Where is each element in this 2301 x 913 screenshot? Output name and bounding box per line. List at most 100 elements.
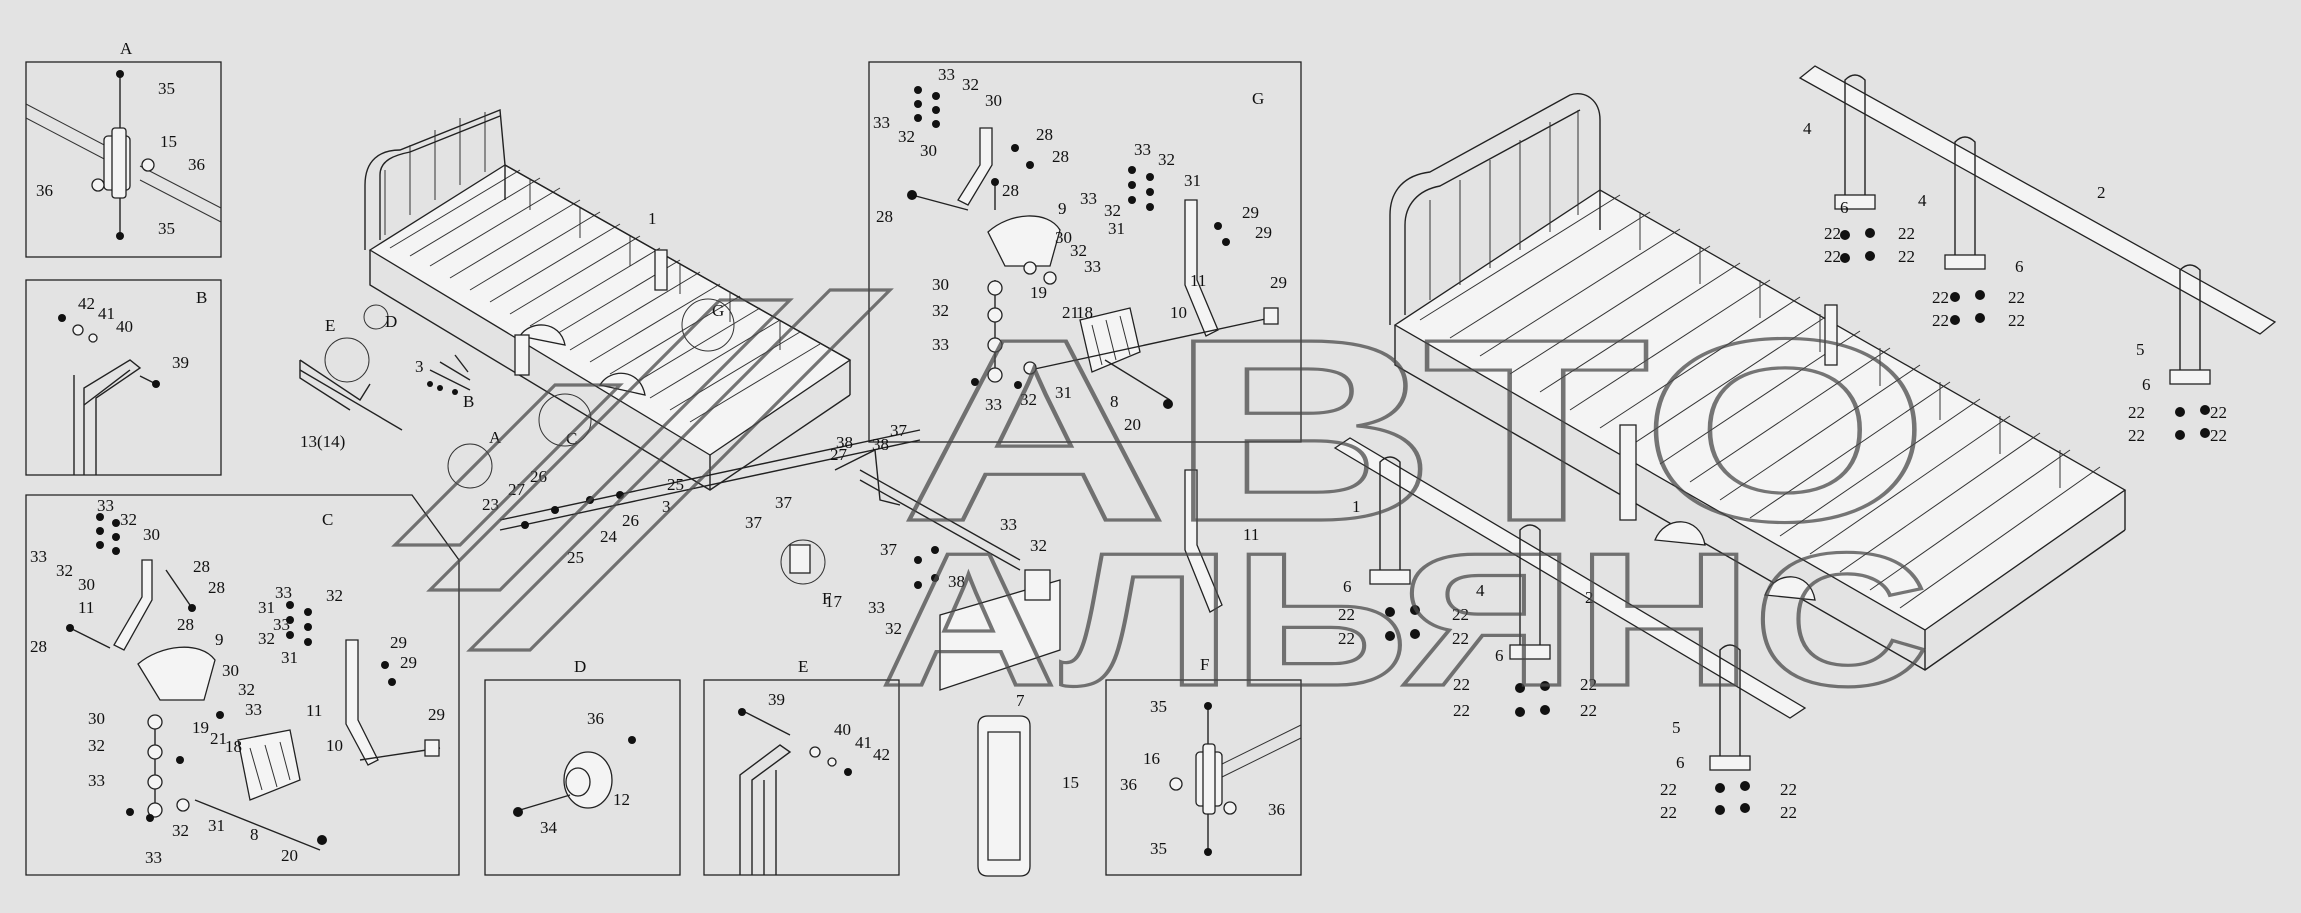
callout-boxC-9: 28 <box>30 637 47 656</box>
callout-main_right-22: 22 <box>1452 605 1469 624</box>
watermark: АВТО АЛЬЯНС <box>391 284 1932 728</box>
callout-main_right-26: 2 <box>1585 588 1594 607</box>
callout-boxG-5: 30 <box>920 141 937 160</box>
callout-boxG-14: 33 <box>1134 140 1151 159</box>
callout-main_right-32: 5 <box>1672 718 1681 737</box>
callout-boxC-15: 33 <box>273 615 290 634</box>
callout-main_right-13: 5 <box>2136 340 2145 359</box>
box-d-drawing <box>513 736 636 817</box>
callout-main_right-37: 22 <box>1780 803 1797 822</box>
callout-boxC-25: 33 <box>245 700 262 719</box>
callout-boxC-16: 32 <box>258 629 275 648</box>
callout-boxC-14: 31 <box>258 598 275 617</box>
callout-main_left-21: 37 <box>745 513 763 532</box>
callout-boxG-9: 28 <box>876 207 893 226</box>
callout-main_left-14: 26 <box>622 511 639 530</box>
callout-boxA-0: 35 <box>158 79 175 98</box>
callout-boxE-3: 42 <box>873 745 890 764</box>
callout-main_right-17: 22 <box>2128 426 2145 445</box>
detail-box-b-frame <box>25 279 222 476</box>
callout-main_right-24: 22 <box>1452 629 1469 648</box>
callout-main_left-27: 32 <box>1030 536 1047 555</box>
callout-boxG-27: 18 <box>1076 303 1093 322</box>
callout-main_left-28: 33 <box>868 598 885 617</box>
callout-boxG-22: 30 <box>1055 228 1072 247</box>
callout-boxB-1: 41 <box>98 304 115 323</box>
callout-boxG-33: 31 <box>1055 383 1072 402</box>
part-11-bracket <box>1184 469 1223 613</box>
callout-boxG-8: 28 <box>1002 181 1019 200</box>
callout-boxG-31: 33 <box>985 395 1002 414</box>
callout-boxC-1: 32 <box>120 510 137 529</box>
box-c-drawing <box>66 513 441 851</box>
watermark-stripe-2 <box>426 298 794 592</box>
callout-main_left-5: B <box>463 392 474 411</box>
callout-main_right-6: 22 <box>1898 247 1915 266</box>
callout-boxF-3: 36 <box>1268 800 1285 819</box>
callout-boxG-6: 28 <box>1036 125 1053 144</box>
callout-boxC-8: 11 <box>78 598 94 617</box>
callout-boxG-15: 32 <box>1158 150 1175 169</box>
box-f-drawing <box>1169 702 1302 856</box>
callout-boxG-17: 33 <box>1080 189 1097 208</box>
callout-main_right-27: 6 <box>1495 646 1504 665</box>
callout-boxC-29: 10 <box>326 736 343 755</box>
callout-boxC-20: 30 <box>88 709 105 728</box>
watermark-line-2: АЛЬЯНС <box>880 514 1930 726</box>
callout-main_right-1: 2 <box>2097 183 2106 202</box>
detail-box-a-frame <box>25 61 222 258</box>
callout-main_left-15: 25 <box>567 548 584 567</box>
right-lower-beam <box>1333 437 1807 815</box>
callout-boxC-33: 20 <box>281 846 298 865</box>
detail-box-d-frame <box>484 679 681 876</box>
callout-main_right-14: 6 <box>2142 375 2151 394</box>
callout-boxF-2: 36 <box>1120 775 1137 794</box>
callout-boxC-34: 33 <box>145 848 162 867</box>
callout-main_right-28: 22 <box>1453 675 1470 694</box>
callout-boxC-6: 28 <box>193 557 210 576</box>
detail-box-g-frame <box>868 61 1302 443</box>
callout-main_right-12: 22 <box>2008 311 2025 330</box>
callout-boxC-2: 30 <box>143 525 160 544</box>
callout-main_right-5: 22 <box>1824 247 1841 266</box>
callout-boxC-12: 33 <box>275 583 292 602</box>
callout-boxG-11: 30 <box>932 275 949 294</box>
callout-boxC-23: 30 <box>222 661 239 680</box>
callout-boxG-10: 9 <box>1058 199 1067 218</box>
callout-main_right-31: 22 <box>1580 701 1597 720</box>
callout-boxC-0: 33 <box>97 496 114 515</box>
callout-boxD-2: 34 <box>540 818 558 837</box>
callout-boxB-0: 42 <box>78 294 95 313</box>
left-rails <box>499 429 1061 691</box>
box-label-b: B <box>196 288 207 307</box>
callout-boxG-24: 33 <box>1084 257 1101 276</box>
callout-main_right-10: 22 <box>2008 288 2025 307</box>
callout-boxC-5: 30 <box>78 575 95 594</box>
callout-main_left-30: 32 <box>885 619 902 638</box>
right-upper-beam <box>1798 65 2277 440</box>
callout-boxC-26: 19 <box>192 718 209 737</box>
box-label-f: F <box>1200 655 1209 674</box>
callout-boxC-28: 18 <box>225 737 242 756</box>
callout-boxB-2: 40 <box>116 317 133 336</box>
callout-boxG-19: 31 <box>1108 219 1125 238</box>
part-15-loop <box>977 715 1031 877</box>
callout-main_left-20: 37 <box>890 421 908 440</box>
callout-boxC-19: 29 <box>400 653 417 672</box>
callout-boxG-25: 19 <box>1030 283 1047 302</box>
callout-main_left-29: 38 <box>948 572 965 591</box>
callout-main_right-23: 22 <box>1338 629 1355 648</box>
callout-boxF-1: 16 <box>1143 749 1160 768</box>
box-label-c: C <box>322 510 333 529</box>
callout-main_right-30: 22 <box>1453 701 1470 720</box>
callout-boxG-29: 11 <box>1190 271 1206 290</box>
callout-boxG-26: 21 <box>1062 303 1079 322</box>
callout-boxC-24: 32 <box>238 680 255 699</box>
callout-boxA-2: 36 <box>188 155 205 174</box>
callout-main_right-2: 6 <box>1840 198 1849 217</box>
callout-boxA-4: 35 <box>158 219 175 238</box>
callout-boxG-30: 29 <box>1270 273 1287 292</box>
callout-main_left-8: 13(14) <box>300 432 345 451</box>
watermark-line-1: АВТО <box>900 286 1930 576</box>
